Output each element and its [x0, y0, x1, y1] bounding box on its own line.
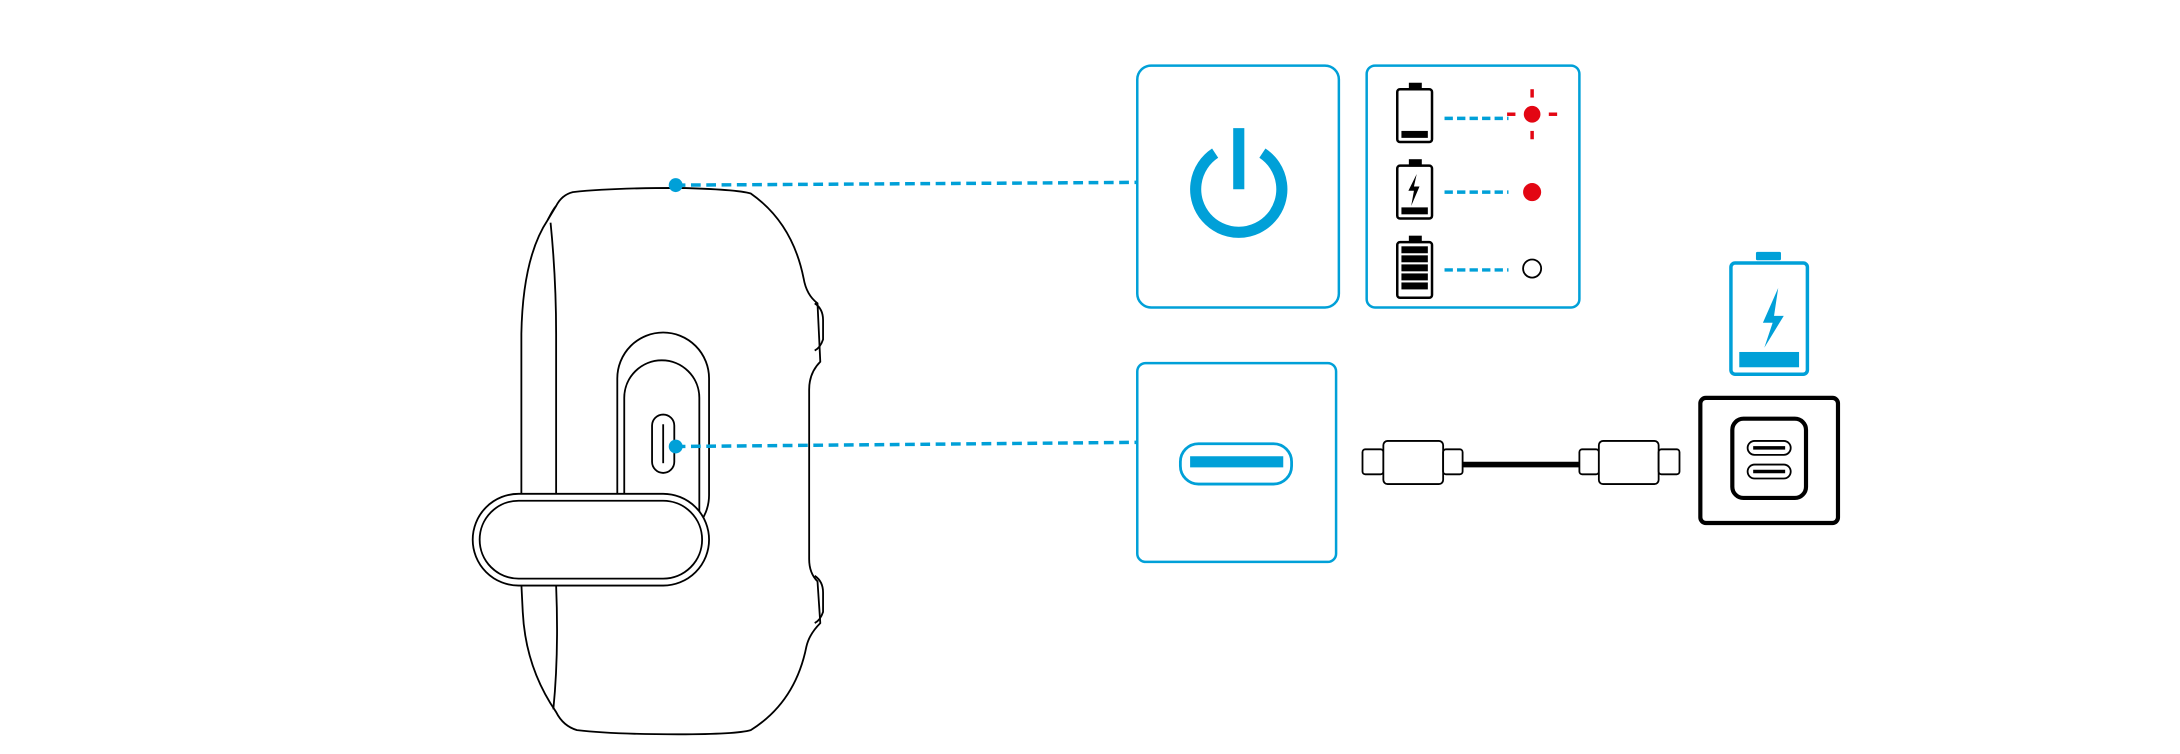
- usb-port-panel: [1136, 361, 1338, 564]
- charger-port-1: [1746, 440, 1792, 456]
- power-button-marker: [668, 178, 683, 193]
- wall-charger-icon: [1698, 395, 1841, 526]
- usb-callout-line: [675, 440, 1138, 449]
- speaker-device: [471, 187, 824, 736]
- usb-c-port-icon: [1178, 442, 1293, 486]
- charger-port-2: [1746, 463, 1792, 480]
- carry-strap: [471, 492, 710, 587]
- usb-c-cable-icon: [1361, 440, 1681, 485]
- power-callout-line: [675, 180, 1138, 187]
- battery-full-icon: [1396, 235, 1434, 300]
- charging-battery-icon: [1729, 251, 1810, 376]
- led-blinking-red-icon: [1507, 89, 1558, 140]
- power-panel: [1136, 64, 1341, 309]
- led-off-icon: [1522, 258, 1543, 279]
- battery-indicator-panel: [1365, 64, 1581, 309]
- power-icon: [1190, 128, 1288, 238]
- battery-charging-icon: [1396, 159, 1434, 220]
- led-solid-red-icon: [1523, 183, 1542, 202]
- usb-port-marker: [668, 439, 683, 454]
- battery-low-icon: [1396, 82, 1434, 144]
